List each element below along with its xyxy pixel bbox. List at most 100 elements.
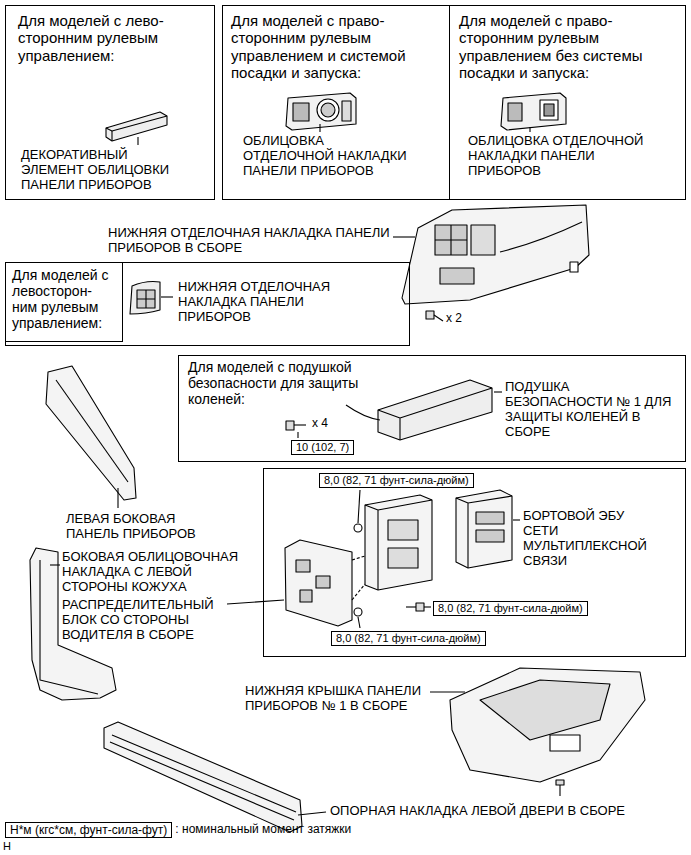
lower-cover-line <box>430 691 465 692</box>
lower-cover-line <box>556 780 564 785</box>
torque-value: 10 (102, 7) <box>292 441 353 454</box>
knee-airbag-line <box>346 405 380 420</box>
lower-finish-panel-line <box>393 236 415 237</box>
note-heading: БОРТОВОЙ ЭБУ СЕТИ МУЛЬТИПЛЕКСНОЙ СВЯЗИ <box>523 509 655 569</box>
note-box: Для моделей с право- сторонним рулевым у… <box>449 5 686 200</box>
lower-finish-panel-line <box>471 225 495 255</box>
legend-text: : номинальный момент затяжки <box>175 823 351 837</box>
knee-airbag-line <box>378 388 492 440</box>
part-label: БОКОВАЯ ОБЛИЦОВОЧНАЯ НАКЛАДКА С ЛЕВОЙ СТ… <box>62 550 244 595</box>
note-box: БОРТОВОЙ ЭБУ СЕТИ МУЛЬТИПЛЕКСНОЙ СВЯЗИ 8,… <box>263 468 686 657</box>
scuff-plate-line <box>104 722 302 832</box>
decorative-trim-line <box>106 116 167 131</box>
junction-block-line <box>354 608 362 616</box>
note-heading: Для моделей с право- сторонним рулевым у… <box>459 12 679 81</box>
part-label: ЛЕВАЯ БОКОВАЯ ПАНЕЛЬ ПРИБОРОВ <box>66 512 206 542</box>
torque-box: Н*м (кгс*см, фунт-сила-фут) <box>5 822 172 838</box>
junction-block-line <box>354 524 362 532</box>
note-heading: Для моделей с лево- сторонним рулевым уп… <box>18 12 208 64</box>
part-label: ОПОРНАЯ НАКЛАДКА ЛЕВОЙ ДВЕРИ В СБОРЕ <box>330 804 625 819</box>
multiplex-ecu-line <box>456 490 512 568</box>
lower-finish-panel-small-line <box>137 290 155 308</box>
note-heading: Для моделей с левосторон- ним рулевым уп… <box>12 267 118 331</box>
lower-cover <box>430 668 645 796</box>
torque-value: Н*м (кгс*см, фунт-сила-фут) <box>6 823 171 837</box>
finish-panel-trim-line <box>321 103 335 117</box>
torque-box: 8,0 (82, 71 фунт-сила-дюйм) <box>331 631 486 646</box>
knee-airbag-line <box>378 380 492 440</box>
part-name: ДЕКОРАТИВНЫЙ ЭЛЕМЕНТ ОБЛИЦОВКИ ПАНЕЛИ ПР… <box>21 148 189 193</box>
junction-block-line <box>365 495 432 590</box>
lower-finish-panel-line <box>435 225 467 255</box>
finish-panel-trim-line <box>319 124 320 132</box>
bolt-line <box>426 311 434 319</box>
note-box: Для моделей с подушкой безопасности для … <box>178 355 686 462</box>
lower-finish-panel-line <box>500 222 582 252</box>
part-name: ПОДУШКА БЕЗОПАСНОСТИ № 1 ДЛЯ ЗАЩИТЫ КОЛЕ… <box>505 380 675 440</box>
junction-block-line <box>300 590 312 602</box>
finish-panel-trim-line <box>293 103 309 121</box>
lower-cover-line <box>480 680 610 740</box>
note-box: НИЖНЯЯ ОТДЕЛОЧНАЯ НАКЛАДКА ПАНЕЛИ ПРИБОР… <box>5 262 410 346</box>
decorative-trim-line <box>106 112 167 141</box>
lower-finish-panel-small-line <box>137 290 155 308</box>
part-label: НИЖНЯЯ КРЫШКА ПАНЕЛИ ПРИБОРОВ № 1 В СБОР… <box>245 684 429 714</box>
lower-finish-panel <box>393 205 589 304</box>
part-name: ОБЛИЦОВКА ОТДЕЛОЧНОЙ НАКЛАДКИ ПАНЕЛИ ПРИ… <box>468 134 658 179</box>
part-label: РАСПРЕДЕЛИТЕЛЬНЫЙ БЛОК СО СТОРОНЫ ВОДИТЕ… <box>62 598 224 643</box>
junction-block-line <box>296 560 310 572</box>
side-panel <box>46 366 136 508</box>
decorative-trim-line <box>111 131 112 141</box>
finish-panel-trim <box>501 93 566 132</box>
lower-finish-panel-line <box>570 262 578 272</box>
torque-box: 8,0 (82, 71 фунт-сила-дюйм) <box>433 601 588 616</box>
junction-block-line <box>388 520 418 540</box>
junction-block-line <box>388 548 418 568</box>
junction-block-line <box>416 603 424 611</box>
note-heading: НИЖНЯЯ ОТДЕЛОЧНАЯ НАКЛАДКА ПАНЕЛИ ПРИБОР… <box>178 280 356 325</box>
side-panel-line <box>117 488 118 508</box>
note-box: Для моделей с лево- сторонним рулевым уп… <box>5 5 215 200</box>
junction-block-line <box>227 600 284 604</box>
junction-block-line <box>406 606 416 607</box>
bolt-line <box>294 424 306 425</box>
finish-panel-trim-line <box>501 93 566 130</box>
note-box: Для моделей с право- сторонним рулевым у… <box>222 5 450 200</box>
part-name: x 4 <box>312 417 328 431</box>
junction-block-line <box>424 606 431 607</box>
junction-block <box>227 490 432 628</box>
junction-block-line <box>316 576 330 588</box>
torque-value: 8,0 (82, 71 фунт-сила-дюйм) <box>320 474 473 487</box>
scuff-plate <box>104 722 326 832</box>
finish-panel-trim-line <box>540 100 558 120</box>
bolt-line <box>434 315 443 321</box>
lower-finish-panel-small <box>130 282 173 315</box>
lower-cover-line <box>450 668 645 782</box>
finish-panel-trim-line <box>544 104 554 116</box>
scuff-plate-line <box>298 812 326 815</box>
decorative-trim-line <box>137 137 138 145</box>
multiplex-ecu-line <box>456 496 512 568</box>
junction-block-line <box>285 540 352 626</box>
part-label: НИЖНЯЯ ОТДЕЛОЧНАЯ НАКЛАДКА ПАНЕЛИ ПРИБОР… <box>108 226 408 256</box>
lower-finish-panel-line <box>440 268 474 284</box>
side-panel-line <box>46 366 136 500</box>
finish-panel-trim-line <box>508 103 522 121</box>
finish-panel-trim-line <box>342 101 351 121</box>
bolt <box>426 311 443 321</box>
lower-finish-panel-line <box>402 205 589 304</box>
callout-text: x 2 <box>446 312 462 326</box>
junction-block-line <box>365 500 432 590</box>
torque-box: 8,0 (82, 71 фунт-сила-дюйм) <box>319 473 474 488</box>
side-panel-line <box>56 380 128 482</box>
part-name: ОБЛИЦОВКА ОТДЕЛОЧНОЙ НАКЛАДКИ ПАНЕЛИ ПРИ… <box>243 134 413 179</box>
finish-panel-trim-line <box>286 93 356 130</box>
lower-finish-panel-line <box>435 225 467 255</box>
junction-block-line <box>358 617 360 628</box>
junction-block-line <box>358 490 360 523</box>
multiplex-ecu-line <box>476 512 504 524</box>
finish-panel-trim-line <box>317 99 339 121</box>
bolt-line <box>297 432 298 438</box>
